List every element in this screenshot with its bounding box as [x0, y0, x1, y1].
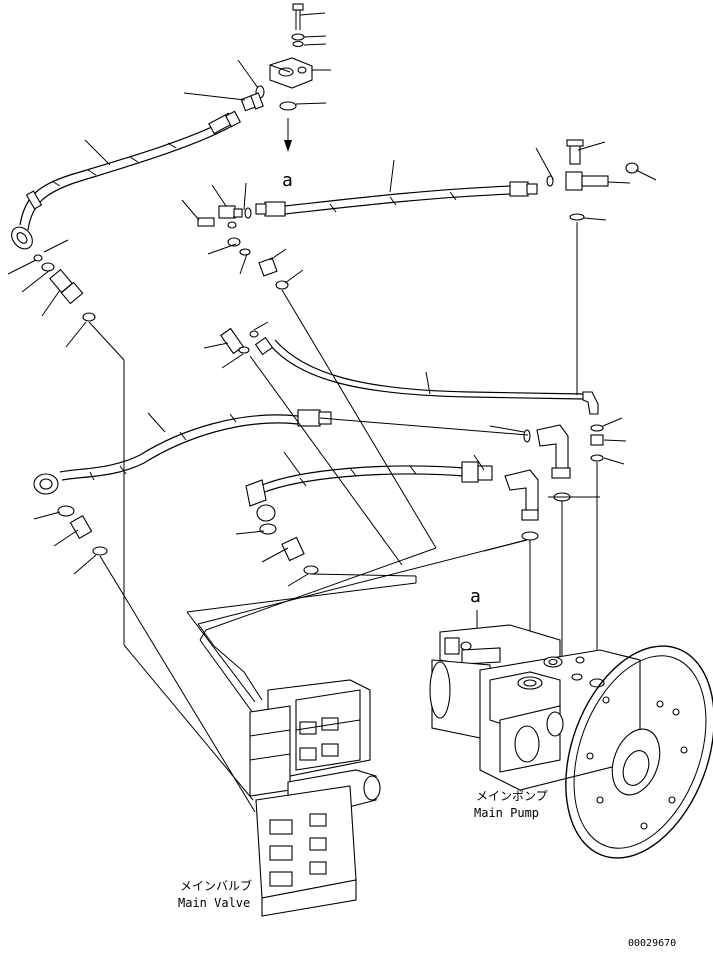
top-adapter-fitting [240, 92, 264, 112]
pump-view-label-a: a [470, 586, 481, 607]
main-pump-label-en: Main Pump [474, 806, 539, 820]
top-split-flange [269, 57, 313, 89]
middle-left-hose [33, 409, 332, 575]
top-flange-bolt [291, 3, 305, 48]
view-label-a: a [282, 170, 293, 191]
main-pump: a メインポンプ Main Pump [429, 586, 713, 859]
leader-lines-top [183, 12, 331, 105]
right-top-elbow-fitting [535, 139, 657, 221]
view-arrow-a: a [282, 118, 293, 191]
flange-o-ring [279, 101, 297, 111]
leader-lines-left-upper [7, 139, 111, 348]
center-top-hose [255, 181, 538, 217]
main-pump-label-jp: メインポンプ [476, 789, 548, 803]
middle-right-hose [235, 451, 493, 587]
main-valve: メインバルブ Main Valve [178, 679, 381, 917]
center-left-tee-fitting [197, 205, 289, 290]
drawing-number: 00029670 [628, 938, 676, 949]
left-upper-fittings [33, 254, 96, 322]
leader-lines-center [181, 159, 395, 284]
left-upper-hose [11, 110, 241, 250]
hose-routing-lines [88, 222, 600, 813]
middle-thin-tube [203, 321, 627, 465]
main-valve-label-en: Main Valve [178, 896, 250, 910]
main-valve-label-jp: メインバルブ [180, 878, 252, 893]
right-elbow-fittings [483, 424, 571, 552]
